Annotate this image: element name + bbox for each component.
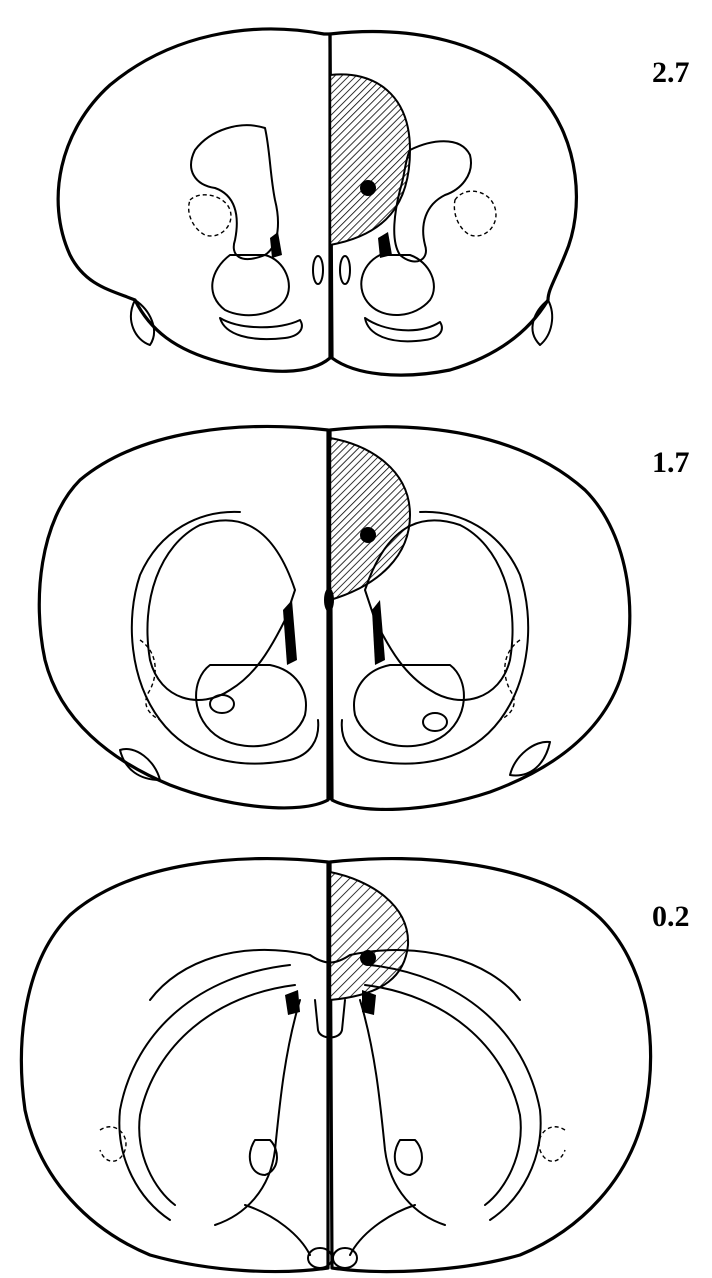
left-striatum-contour xyxy=(191,125,278,259)
right-ventricle xyxy=(372,600,385,665)
brain-section-bottom: 0.2 xyxy=(21,859,689,1272)
left-external-capsule xyxy=(119,965,290,1220)
left-striatum-contour xyxy=(147,520,295,700)
left-ventricle xyxy=(283,600,297,665)
left-dashed-claustrum xyxy=(189,195,231,236)
left-small-nucleus xyxy=(210,695,234,713)
medial-small-structure-left xyxy=(313,256,323,284)
left-hemisphere-outline xyxy=(58,29,330,371)
right-dashed-piriform xyxy=(500,640,520,720)
left-lower-structure xyxy=(196,665,306,746)
section-label-top: 2.7 xyxy=(652,56,690,89)
right-ventral-nub xyxy=(510,742,550,776)
right-dashed-claustrum xyxy=(454,191,496,236)
septum-right xyxy=(360,1000,445,1225)
section-label-middle: 1.7 xyxy=(652,446,690,479)
ventral-round-structure-right xyxy=(333,1248,357,1268)
right-ventral-band xyxy=(365,318,442,341)
right-external-capsule-inner xyxy=(365,985,521,1205)
left-ventral-nub xyxy=(120,749,160,780)
right-olfactory-region xyxy=(361,255,434,315)
lesion-hatched-top xyxy=(330,74,410,245)
lesion-hatched-bottom xyxy=(330,872,408,1000)
left-hemisphere-outline xyxy=(21,859,328,1272)
brain-section-top: 2.7 xyxy=(58,29,689,375)
left-ventricle xyxy=(270,232,282,258)
left-ventral-band xyxy=(220,318,302,339)
left-olfactory-region xyxy=(212,255,289,315)
right-ventricle xyxy=(378,232,392,258)
right-dashed-anterior-commissure xyxy=(539,1127,565,1161)
medial-small-structure-right xyxy=(340,256,350,284)
left-dashed-piriform xyxy=(140,640,160,720)
right-small-nucleus xyxy=(423,713,447,731)
ventral-midline-folds xyxy=(245,1205,415,1255)
septum-left xyxy=(215,1000,300,1225)
brain-section-middle: 1.7 xyxy=(39,427,689,810)
left-ventricle xyxy=(285,990,300,1015)
right-external-capsule xyxy=(370,965,541,1220)
section-label-bottom: 0.2 xyxy=(652,900,690,933)
lesion-center-dot-top xyxy=(360,180,376,196)
lesion-center-dot-middle xyxy=(360,527,376,543)
right-lower-structure xyxy=(354,665,464,746)
right-ventricle xyxy=(362,990,376,1015)
right-lower-nucleus xyxy=(395,1140,422,1175)
